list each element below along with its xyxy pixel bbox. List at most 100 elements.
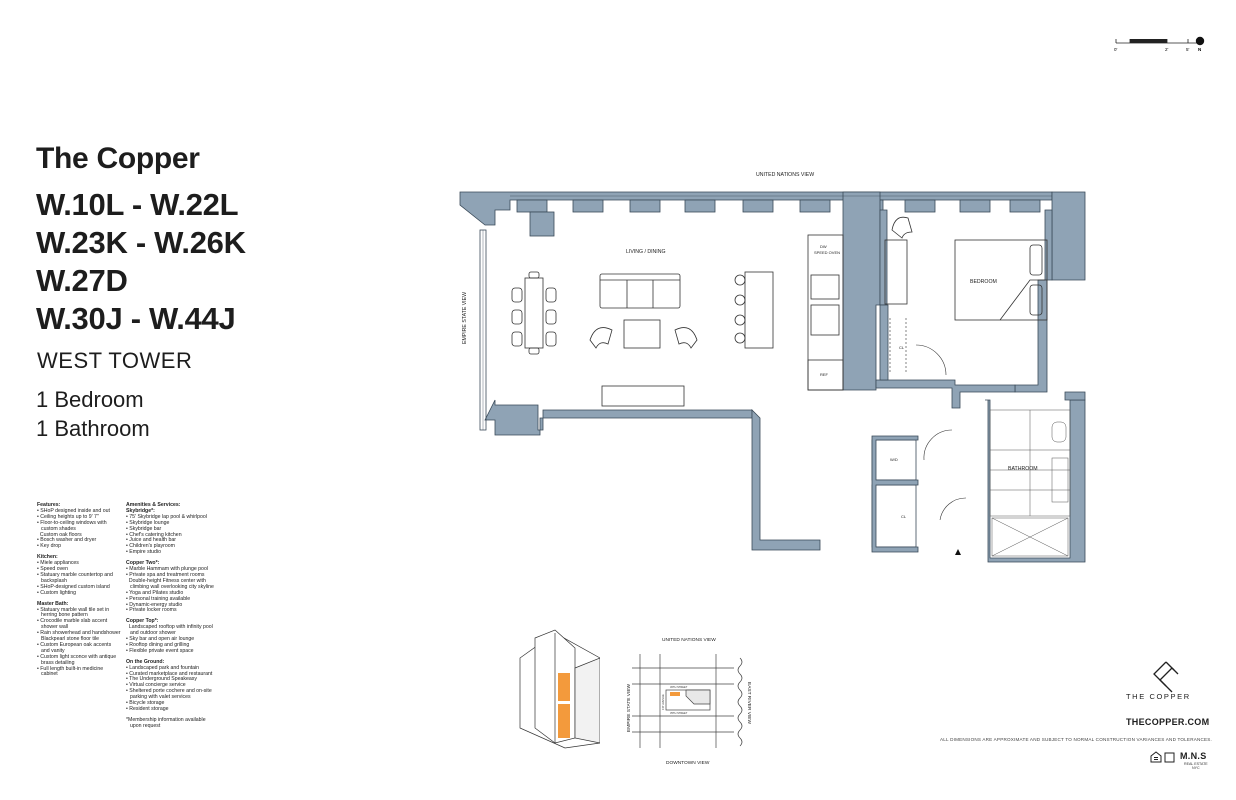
key-west-label: EMPIRE STATE VIEW [626,683,632,732]
features-heading: Features: [37,502,61,508]
list-item: • Skybridge bar [126,525,162,532]
ground-heading: On the Ground: [126,658,165,665]
membership-note: *Membership information available upon r… [126,716,206,729]
list-item: • Flexible private event space [126,647,194,654]
list-item: • Empire studio [126,549,161,556]
media-console [601,385,685,407]
list-item: • SHoP-designed custom island [37,583,110,590]
list-item: • Resident storage [126,706,169,712]
dresser [884,239,908,305]
key-south-label: DOWNTOWN VIEW [666,760,710,766]
west-view-label: EMPIRE STATE VIEW [462,292,468,344]
list-item: Double-height Fitness center with climbi… [128,577,214,590]
list-item: • Speed oven [37,566,68,573]
equal-housing-icon [1150,751,1175,763]
bathroom-label: BATHROOM [1008,466,1038,472]
bath-heading: Master Bath: [37,600,69,607]
website-link[interactable]: THECOPPER.COM [1126,717,1210,727]
features-list: Features: • SHoP designed inside and out… [37,502,121,678]
list-item: • The Underground Speakeasy [126,676,197,683]
coffee-table [623,319,661,349]
skybridge-heading: Skybridge*: [126,507,155,514]
street-label: 36TH STREET [670,685,688,689]
list-item: • Custom European oak accents and vanity [37,641,112,654]
list-item: • Private spa and treatment rooms [126,571,205,578]
north-label: N [1198,47,1201,52]
unit-highlight [558,704,570,738]
amenities-list: Amenities & Services: Skybridge*: • 75' … [126,502,218,730]
key-east-label: EAST RIVER VIEW [746,682,752,724]
kitchen-island [744,271,774,349]
list-item: • Sheltered porte cochere and on-site pa… [126,688,212,701]
bathroom-tile [989,409,1071,557]
broker-subtitle: REAL ESTATE NYC [1184,762,1208,771]
broker-logo: M.N.S [1180,751,1207,761]
key-north-label: UNITED NATIONS VIEW [662,637,716,643]
street-label: 35TH STREET [670,711,688,715]
list-item: • Crocodile marble slab accent shower wa… [37,618,108,631]
list-item: • Rooftop dining and grilling [126,641,190,648]
unit-line: W.10L - W.22L [36,187,239,222]
tower-label: WEST TOWER [37,348,193,373]
logo-wordmark: THE COPPER [1126,692,1191,701]
list-item: • Statuary marble wall tile set in herri… [37,606,110,619]
north-arrow-icon [1195,36,1205,46]
list-item: • Custom lighting [37,589,77,596]
scale-label: 5' [1186,47,1190,52]
list-item: • Marble Hammam with plunge pool [126,566,208,573]
sofa [599,273,681,309]
scale-label: 2' [1165,47,1169,52]
laundry-label: W/D [890,457,898,462]
list-item: • Curated marketplace and restaurant [126,670,213,677]
dining-table [511,271,557,355]
bar-stools [734,274,746,344]
list-item: • Floor-to-ceiling windows with custom s… [37,519,107,532]
living-dining-label: LIVING / DINING [626,249,666,255]
fridge-label: REF [820,372,829,377]
bathroom-count: 1 Bathroom [36,416,150,441]
brand-logo: THE COPPER [1122,660,1204,705]
list-item: • SHoP designed inside and out [37,507,110,514]
list-item: • Yoga and Pilates studio [126,589,184,596]
copper-top-heading: Copper Top*: [126,618,159,625]
river-icon [737,657,743,747]
list-item: • Ceiling heights up to 9' 7" [37,513,99,520]
speed-oven-label: SPEED OVEN [814,250,840,255]
avenue-label: 1ST AVENUE [661,694,665,710]
list-item: • Sky bar and open air lounge [126,636,195,643]
bedroom-count: 1 Bedroom [36,387,144,412]
list-item: • Dynamic-energy studio [126,601,183,608]
closet-label: CL [899,345,905,350]
list-item: Landscaped rooftop with infinity pool an… [128,624,213,637]
scale-label: 0' [1114,47,1118,52]
closet-label: CL [901,514,907,519]
list-item: • Statuary marble countertop and backspl… [37,571,113,584]
copper-logo-icon [1153,661,1179,693]
key-plan: UNITED NATIONS VIEW DOWNTOWN VIEW EMPIRE… [626,637,752,766]
list-item: • Bosch washer and dryer [37,537,97,544]
list-item: • Landscaped park and fountain [126,664,200,671]
list-item: • Juice and health bar [126,537,176,544]
unit-highlight [558,673,570,701]
kitchen-counter [807,234,844,391]
list-item: • Virtual concierge service [126,682,186,689]
unit-location [670,692,680,696]
svg-text:DW: DW [820,244,827,249]
entry-marker [955,549,961,555]
unit-line: W.27D [36,263,128,298]
list-item: • Personal training available [126,595,191,602]
unit-line: W.30J - W.44J [36,301,236,336]
list-item: • 75' Skybridge lap pool & whirlpool [126,513,207,520]
building-axonometric [519,629,600,749]
list-item: • Rain showerhead and handshower Blackpe… [37,630,121,643]
amenities-heading: Amenities & Services: [126,502,181,508]
kitchen-heading: Kitchen: [37,554,58,561]
north-view-label: UNITED NATIONS VIEW [756,172,814,178]
list-item: • Chef's catering kitchen [126,531,182,538]
scale-bar: 0' 2' 5' N [1114,36,1205,52]
unit-summary: 1 Bedroom 1 Bathroom [36,385,150,443]
armchair [589,327,613,349]
copper-two-heading: Copper Two*: [126,560,160,567]
unit-line: W.23K - W.26K [36,225,246,260]
list-item: • Miele appliances [37,560,79,567]
